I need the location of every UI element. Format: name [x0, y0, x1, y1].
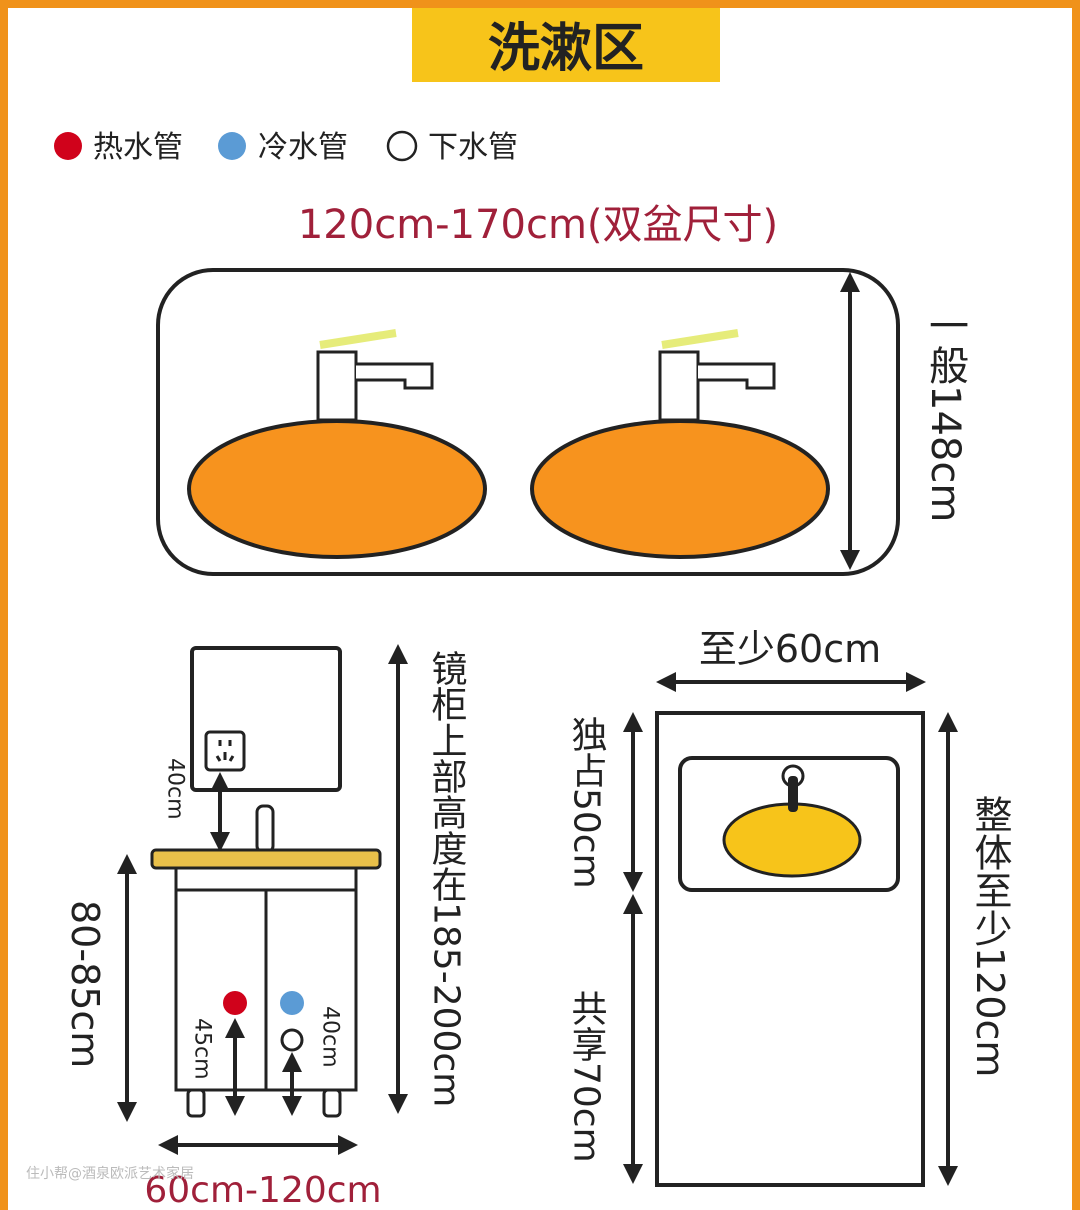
- exclusive-label: 独占50cm: [566, 716, 607, 889]
- legend-cold: 冷水管: [258, 130, 348, 165]
- legend-drain: 下水管: [428, 130, 518, 165]
- faucet-icon: [316, 329, 434, 422]
- watermark: 住小帮@酒泉欧派艺术家居: [26, 1165, 194, 1182]
- basin-top-view: [722, 802, 862, 878]
- title-banner: [412, 8, 720, 82]
- drain-pipe-icon: [280, 1028, 304, 1052]
- hot-water-pipe-icon: [223, 991, 247, 1015]
- mirror-cabinet: [190, 646, 342, 792]
- vanity-width-label: 60cm-120cm: [144, 1170, 381, 1210]
- cold-water-dot-icon: [218, 132, 246, 160]
- drain-dot-icon: [386, 130, 418, 162]
- page-title: 洗漱区: [488, 19, 644, 79]
- cabinet-leg: [186, 1088, 206, 1118]
- cold-water-pipe-icon: [280, 991, 304, 1015]
- countertop-outline: [156, 268, 900, 576]
- counter-height-label: 80-85cm: [63, 900, 107, 1068]
- legend: 热水管 冷水管 下水管: [54, 130, 518, 165]
- shared-label: 共享70cm: [566, 990, 607, 1163]
- vanity-top-view: [678, 756, 900, 892]
- mirror-height-label: 镜柜上部高度在185-200cm: [426, 650, 468, 1108]
- socket-icon: [204, 730, 246, 772]
- depth-label: 一般148cm: [922, 305, 968, 522]
- cabinet-leg: [322, 1088, 342, 1118]
- hot-water-dot-icon: [54, 132, 82, 160]
- basin-left: [187, 419, 487, 559]
- drain-label: 40cm: [318, 1006, 343, 1068]
- space-outline: [655, 711, 925, 1187]
- hot-pipe-label: 45cm: [190, 1018, 215, 1080]
- legend-hot: 热水管: [93, 130, 183, 165]
- faucet-top-icon: [781, 764, 805, 812]
- faucet-icon: [255, 804, 275, 854]
- double-basin-width-label: 120cm-170cm(双盆尺寸): [298, 202, 778, 248]
- faucet-icon: [658, 329, 776, 422]
- min-width-label: 至少60cm: [699, 627, 881, 671]
- total-length-label: 整体至少120cm: [968, 795, 1012, 1077]
- vanity-countertop: [150, 848, 382, 870]
- socket-gap-label: 40cm: [163, 758, 188, 820]
- basin-right: [530, 419, 830, 559]
